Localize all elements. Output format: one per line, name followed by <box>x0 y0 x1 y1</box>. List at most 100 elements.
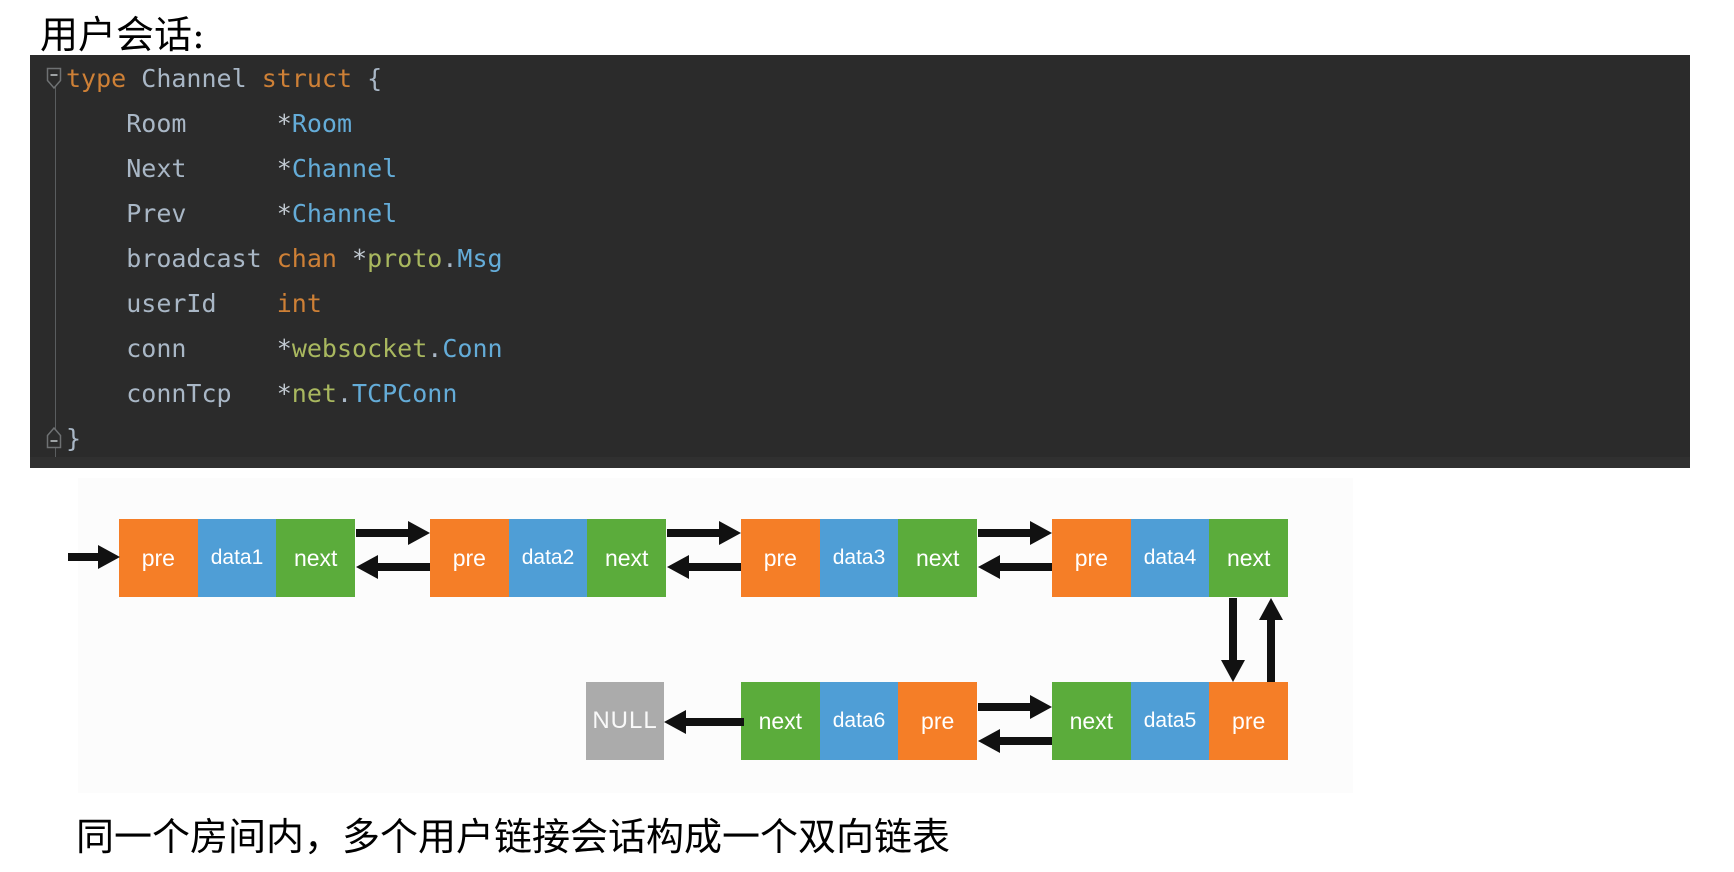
code-token <box>247 64 262 93</box>
code-token: . <box>336 379 353 408</box>
node-data5: next data5 pre <box>1052 682 1289 760</box>
arrow-head-to-data1 <box>68 545 120 569</box>
node-cell-pre: pre <box>430 519 509 597</box>
arrow-data5-next-to-data6 <box>978 729 1052 753</box>
arrow-data6-pre-to-data5 <box>978 695 1052 719</box>
code-token: chan <box>276 244 337 273</box>
gutter-fold-line <box>55 71 56 461</box>
node-cell-label: pre <box>141 544 175 571</box>
arrow-data3-next-to-data4 <box>978 521 1052 545</box>
node-cell-label: next <box>293 544 338 571</box>
code-token: userId <box>126 289 217 318</box>
code-token: { <box>352 64 383 93</box>
code-token <box>217 289 277 318</box>
fold-collapse-bottom-icon[interactable] <box>46 426 62 454</box>
code-token: Conn <box>442 334 503 363</box>
node-cell-label: pre <box>921 707 955 734</box>
code-token: Prev <box>126 199 187 228</box>
code-token <box>66 199 126 228</box>
node-cell-label: data3 <box>832 546 886 569</box>
code-token <box>186 154 276 183</box>
node-cell-label: next <box>758 707 803 734</box>
code-token: * <box>276 154 292 183</box>
code-token: conn <box>126 334 187 363</box>
code-token: * <box>276 199 292 228</box>
node-cell-data6: data6 <box>819 682 899 760</box>
code-line: connTcp *net.TCPConn <box>66 371 503 416</box>
code-token: Room <box>126 109 187 138</box>
node-cell-data1: data1 <box>197 519 277 597</box>
code-token: * <box>352 244 368 273</box>
null-label: NULL <box>592 707 658 734</box>
code-token: connTcp <box>126 379 232 408</box>
node-cell-pre: pre <box>898 682 978 760</box>
node-cell-data2: data2 <box>508 519 588 597</box>
code-token: Channel <box>291 199 398 228</box>
code-token <box>186 334 276 363</box>
null-box: NULL <box>586 682 664 760</box>
node-cell-label: data5 <box>1143 709 1197 732</box>
node-cell-pre: pre <box>741 519 820 597</box>
code-line: Next *Channel <box>66 146 503 191</box>
node-cell-next: next <box>741 682 820 760</box>
code-line: Room *Room <box>66 101 503 146</box>
node-cell-label: pre <box>763 544 797 571</box>
code-token <box>66 154 126 183</box>
code-token: proto <box>367 244 443 273</box>
code-token: . <box>427 334 443 363</box>
code-content: type Channel struct { Room *Room Next *C… <box>66 56 503 461</box>
code-token <box>186 199 276 228</box>
node-cell-label: next <box>604 544 649 571</box>
code-token <box>337 244 352 273</box>
code-token: broadcast <box>126 244 262 273</box>
page-title: 用户会话: <box>40 13 205 57</box>
code-token: Msg <box>457 244 503 273</box>
code-line: type Channel struct { <box>66 56 503 101</box>
node-cell-label: pre <box>1232 707 1266 734</box>
code-line: Prev *Channel <box>66 191 503 236</box>
code-token: Room <box>291 109 353 138</box>
node-cell-pre: pre <box>1209 682 1289 760</box>
node-cell-label: next <box>915 544 960 571</box>
node-data1: pre data1 next <box>119 519 356 597</box>
code-token <box>66 289 126 318</box>
code-token <box>66 109 126 138</box>
arrow-data4-next-to-data5 <box>1221 598 1245 682</box>
node-cell-pre: pre <box>119 519 198 597</box>
code-token: websocket <box>291 334 428 363</box>
node-cell-data3: data3 <box>819 519 899 597</box>
node-data6: next data6 pre <box>741 682 978 760</box>
code-token: } <box>66 424 82 453</box>
code-token: struct <box>261 64 353 93</box>
node-data3: pre data3 next <box>741 519 978 597</box>
code-token <box>186 109 276 138</box>
code-token: * <box>276 109 292 138</box>
node-cell-label: next <box>1226 544 1271 571</box>
node-cell-next: next <box>587 519 667 597</box>
node-cell-next: next <box>1209 519 1289 597</box>
code-token: type <box>66 64 127 93</box>
node-cell-data5: data5 <box>1130 682 1210 760</box>
code-token <box>232 379 277 408</box>
fold-collapse-top-icon[interactable] <box>46 67 62 95</box>
code-token <box>66 379 126 408</box>
node-cell-next: next <box>898 519 978 597</box>
code-token: Next <box>126 154 187 183</box>
code-token <box>66 244 126 273</box>
node-cell-label: data2 <box>521 546 575 569</box>
code-line: } <box>66 416 503 461</box>
code-block: type Channel struct { Room *Room Next *C… <box>30 55 1690 468</box>
code-line: userId int <box>66 281 503 326</box>
node-cell-pre: pre <box>1052 519 1131 597</box>
node-cell-label: data6 <box>832 709 886 732</box>
page-caption: 同一个房间内，多个用户链接会话构成一个双向链表 <box>76 815 951 859</box>
node-cell-label: pre <box>452 544 486 571</box>
code-token: Channel <box>141 64 247 93</box>
node-cell-label: next <box>1069 707 1114 734</box>
arrow-data3-pre-to-data2 <box>667 555 741 579</box>
arrow-data2-pre-to-data1 <box>356 555 430 579</box>
code-token: TCPConn <box>352 379 458 408</box>
arrow-data1-next-to-data2 <box>356 521 430 545</box>
